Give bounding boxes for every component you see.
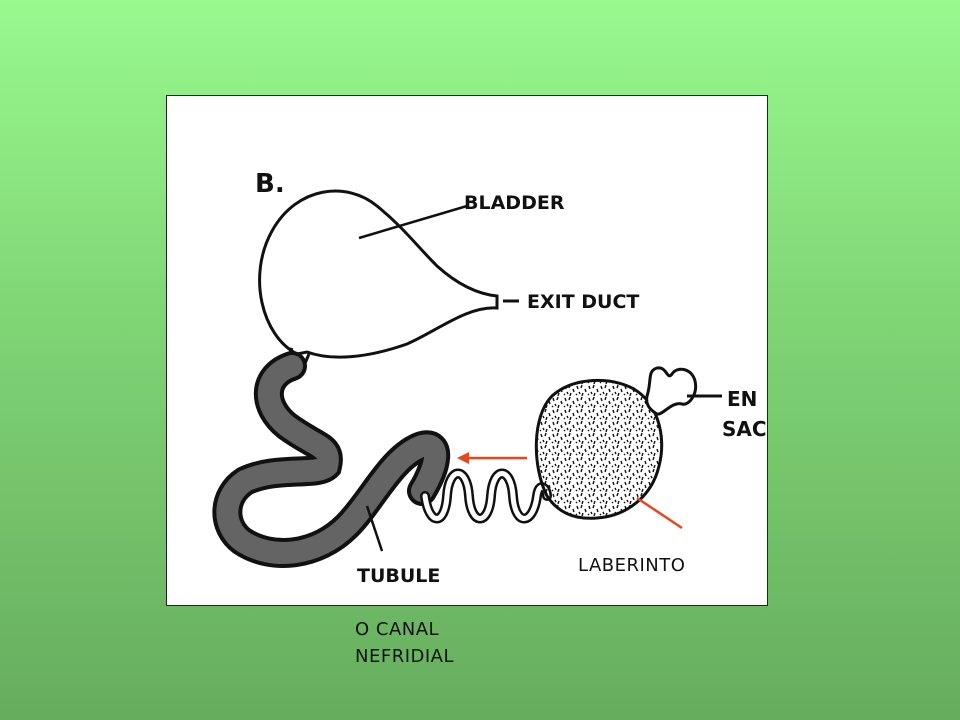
caption-laberinto: LABERINTO — [578, 555, 686, 576]
bladder-shape — [258, 189, 499, 359]
caption-canal-line2: NEFRIDIAL — [355, 646, 455, 667]
tubule-label: TUBULE — [357, 565, 440, 587]
tubule-tube-fill — [215, 354, 448, 565]
end-sac-label-line2: SAC — [722, 417, 767, 441]
bladder-leader — [358, 204, 468, 240]
end-sac-label-line1: EN — [727, 387, 757, 411]
tubule-leader — [365, 505, 384, 552]
end-sac-shape — [645, 366, 698, 416]
red-arrow-laberinto-pointer — [636, 496, 683, 530]
bladder-label: BLADDER — [464, 192, 565, 214]
exit-duct-label: EXIT DUCT — [527, 291, 639, 313]
nephridium-drawing: B. BLADDER EXIT DUCT TUBULE — [212, 169, 767, 587]
panel-letter: B. — [255, 169, 285, 199]
red-arrowhead-left — [457, 452, 469, 464]
caption-canal-line1: O CANAL — [355, 619, 440, 640]
labyrinth-shape — [534, 378, 664, 520]
nephridium-figure: B. BLADDER EXIT DUCT TUBULE — [166, 95, 768, 606]
caption-canal-nefridial: O CANAL NEFRIDIAL — [355, 616, 454, 670]
